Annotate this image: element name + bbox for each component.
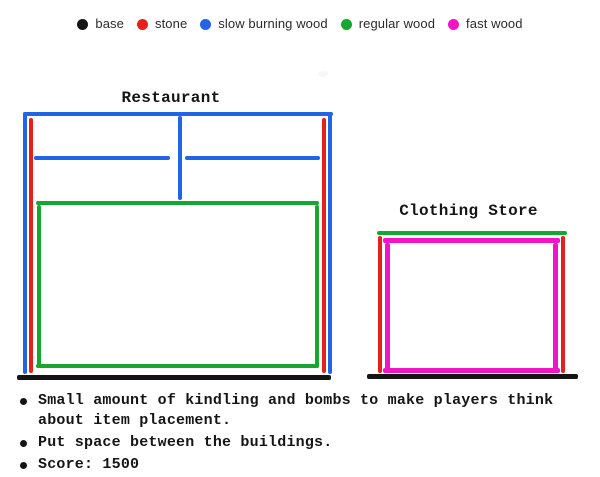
fast-wood-color-dot-icon	[448, 18, 460, 30]
legend-label-regular-wood: regular wood	[358, 16, 436, 31]
restaurant-roof-slow-burning-wood	[23, 112, 333, 116]
restaurant-inner-room-bottom-regular-wood	[36, 364, 319, 368]
restaurant-left-inner-wall-stone	[29, 118, 33, 373]
clothing-store-right-outer-wall-stone	[561, 236, 565, 373]
clothing-store-inner-left-fast-wood	[385, 243, 390, 372]
note-text: Put space between the buildings.	[38, 434, 333, 451]
restaurant-center-divider-slow-burning-wood	[178, 116, 182, 200]
legend-item-regular-wood: regular wood	[340, 16, 436, 31]
note-text: Score: 1500	[38, 456, 140, 473]
bullet-icon	[20, 398, 27, 405]
legend-label-fast-wood: fast wood	[466, 16, 523, 31]
note-kindling-bombs: Small amount of kindling and bombs to ma…	[20, 391, 590, 431]
clothing-store-roof-regular-wood	[377, 231, 567, 235]
restaurant-left-shelf-slow-burning-wood	[34, 156, 170, 160]
clothing-store-title: Clothing Store	[399, 202, 538, 220]
legend-item-stone: stone	[136, 16, 188, 31]
regular-wood-color-dot-icon	[340, 18, 352, 30]
material-legend: base stone slow burning wood regular woo…	[0, 17, 600, 31]
stone-color-dot-icon	[136, 18, 148, 30]
note-score: Score: 1500	[20, 455, 590, 475]
legend-label-base: base	[95, 16, 124, 31]
clothing-store-inner-top-fast-wood	[383, 238, 560, 243]
legend-label-stone: stone	[154, 16, 188, 31]
bullet-icon	[20, 440, 27, 447]
note-space-between-buildings: Put space between the buildings.	[20, 433, 590, 453]
clothing-store-foundation-base	[367, 374, 578, 379]
note-text: Small amount of kindling and bombs to ma…	[38, 392, 554, 429]
restaurant-title: Restaurant	[121, 89, 221, 107]
slow-burning-wood-color-dot-icon	[200, 18, 212, 30]
legend-item-base: base	[77, 17, 124, 31]
restaurant-left-outer-wall-slow-burning-wood	[23, 112, 27, 374]
legend-label-slow-burning-wood: slow burning wood	[218, 16, 328, 31]
scan-smudge-artifact	[318, 71, 328, 77]
clothing-store-inner-right-fast-wood	[553, 243, 558, 372]
restaurant-right-outer-wall-slow-burning-wood	[328, 112, 332, 374]
clothing-store-inner-bottom-fast-wood	[383, 368, 560, 373]
restaurant-right-inner-wall-stone	[322, 118, 326, 373]
restaurant-inner-room-top-regular-wood	[36, 201, 319, 205]
restaurant-inner-room-right-regular-wood	[315, 205, 319, 368]
legend-item-slow-burning-wood: slow burning wood	[200, 16, 328, 31]
restaurant-right-shelf-slow-burning-wood	[185, 156, 320, 160]
bullet-icon	[20, 462, 27, 469]
base-color-dot-icon	[77, 18, 89, 30]
restaurant-inner-room-left-regular-wood	[37, 205, 41, 368]
clothing-store-left-outer-wall-stone	[378, 236, 382, 373]
restaurant-foundation-base	[17, 375, 331, 380]
legend-item-fast-wood: fast wood	[448, 17, 523, 31]
clothing-store-building: Clothing Store	[367, 203, 578, 380]
design-notes-list: Small amount of kindling and bombs to ma…	[20, 391, 590, 477]
restaurant-building: Restaurant	[17, 90, 333, 381]
